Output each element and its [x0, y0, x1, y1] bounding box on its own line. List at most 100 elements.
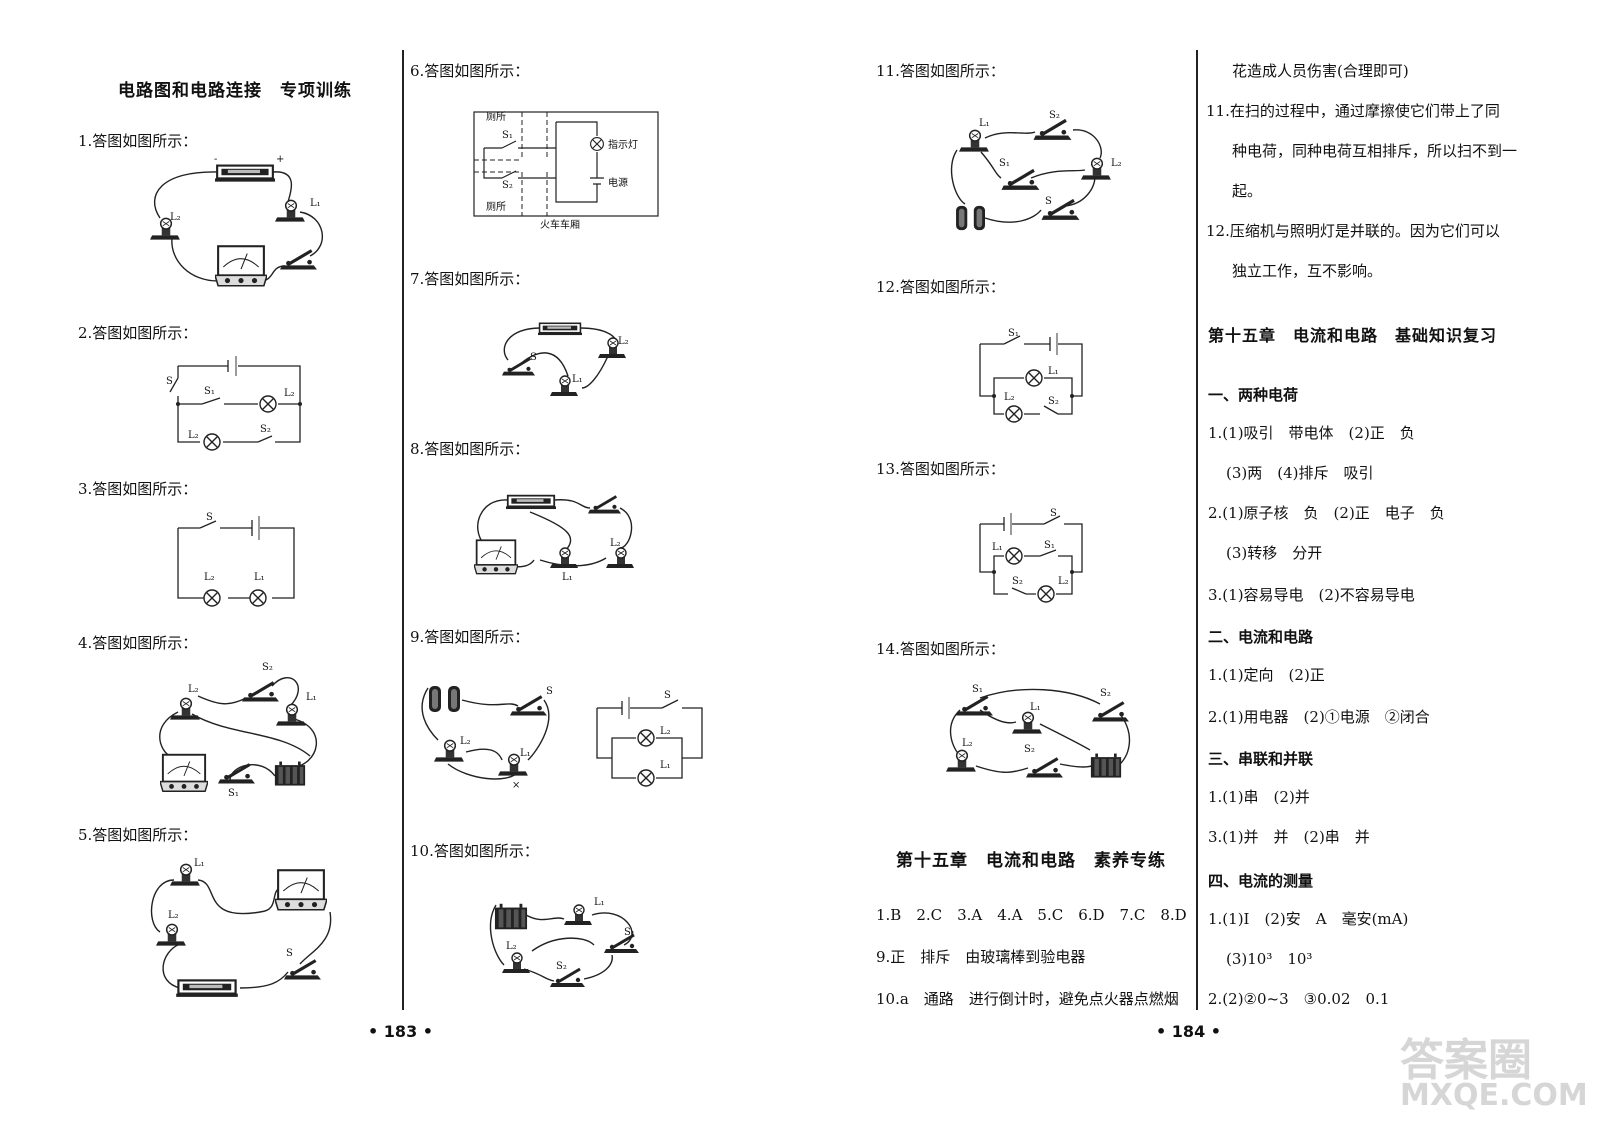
svg-text:S: S	[166, 376, 173, 387]
svg-text:S₂: S₂	[1049, 110, 1060, 121]
svg-text:S: S	[286, 948, 293, 959]
review-item: (3)10³ 10³	[1226, 950, 1313, 968]
svg-text:L₂: L₂	[188, 684, 199, 695]
answer-label: 1.答图如图所示：	[78, 132, 198, 150]
answer-label: 14.答图如图所示：	[876, 640, 1005, 658]
answer-label: 9.答图如图所示：	[410, 628, 530, 646]
svg-text:S₁: S₁	[1044, 540, 1055, 551]
review-item: (3)转移 分开	[1226, 544, 1323, 562]
svg-text:L₂: L₂	[460, 736, 471, 747]
svg-text:L₂: L₂	[170, 212, 181, 223]
answer-label: 4.答图如图所示：	[78, 634, 198, 652]
figure-schematic-3: S L₂ L₁	[177, 512, 295, 607]
svg-text:S: S	[664, 690, 671, 701]
svg-text:S: S	[206, 512, 213, 523]
svg-text:L₂: L₂	[962, 738, 973, 749]
svg-text:S₁: S₁	[1008, 328, 1019, 339]
svg-text:S: S	[546, 686, 553, 697]
figure-schematic-13: S L₁ S₁ S₂ L₂	[979, 508, 1083, 603]
review-item: 1.(1)串 (2)并	[1208, 788, 1310, 806]
figure-circuit-4: L₂ S₂ L₁ S₁	[159, 662, 318, 799]
review-item: 1.(1)I (2)安 A 毫安(mA)	[1208, 910, 1409, 928]
section-heading: 二、电流和电路	[1208, 628, 1314, 646]
svg-text:L₂: L₂	[1058, 576, 1069, 587]
svg-text:L₂: L₂	[168, 910, 179, 921]
answer-11-line2: 种电荷，同种电荷互相排斥，所以扫不到一	[1232, 142, 1518, 160]
svg-text:L₁: L₁	[306, 692, 317, 703]
svg-text:L₂: L₂	[204, 572, 215, 583]
answer-11-line3: 起。	[1232, 182, 1263, 200]
answer-10-continued: 花造成人员伤害(合理即可)	[1232, 62, 1409, 80]
svg-text:S₂: S₂	[556, 961, 567, 972]
svg-text:L₂: L₂	[284, 388, 295, 399]
svg-text:L₂: L₂	[660, 726, 671, 737]
svg-text:×: ×	[512, 780, 520, 791]
svg-text:L₁: L₁	[254, 572, 265, 583]
svg-text:L₁: L₁	[1048, 366, 1059, 377]
svg-text:-: -	[214, 154, 217, 165]
answer-label: 12.答图如图所示：	[876, 278, 1005, 296]
review-item: 3.(1)容易导电 (2)不容易导电	[1208, 586, 1415, 604]
answer-label: 2.答图如图所示：	[78, 324, 198, 342]
answer-label: 5.答图如图所示：	[78, 826, 198, 844]
svg-text:S: S	[1045, 196, 1052, 207]
svg-text:L₂: L₂	[1004, 392, 1015, 403]
svg-text:S₂: S₂	[260, 424, 271, 435]
svg-text:L₂: L₂	[188, 430, 199, 441]
svg-text:S₂: S₂	[1100, 688, 1111, 699]
svg-text:S₁: S₁	[228, 788, 239, 799]
answer-label: 6.答图如图所示：	[410, 62, 530, 80]
svg-text:L₂: L₂	[1111, 158, 1122, 169]
section-heading: 三、串联和并联	[1208, 750, 1314, 768]
svg-text:S₁: S₁	[624, 927, 635, 938]
answer-label: 13.答图如图所示：	[876, 460, 1005, 478]
answer-12-line2: 独立工作，互不影响。	[1232, 262, 1383, 280]
svg-text:S₂: S₂	[1012, 576, 1023, 587]
page-number: • 183 •	[368, 1022, 433, 1041]
svg-text:S₂: S₂	[502, 180, 513, 191]
watermark-url: MXQE.COM	[1400, 1078, 1588, 1113]
label-toilet-top: 厕所	[486, 111, 506, 123]
figure-circuit-9: S L₂ L₁ ×	[421, 686, 553, 791]
watermark-logo: 答案圈	[1400, 1035, 1532, 1086]
review-item: 3.(1)并 并 (2)串 并	[1208, 828, 1370, 846]
column-divider	[1196, 50, 1198, 1010]
review-item: 1.(1)吸引 带电体 (2)正 负	[1208, 424, 1415, 442]
label-carriage: 火车车厢	[540, 218, 580, 231]
review-item: 2.(2)②0~3 ③0.02 0.1	[1208, 990, 1390, 1008]
svg-text:L₁: L₁	[572, 374, 583, 385]
svg-text:S₁: S₁	[972, 684, 983, 695]
svg-text:L₁: L₁	[979, 118, 990, 129]
answer-12: 12.压缩机与照明灯是并联的。因为它们可以	[1206, 222, 1500, 240]
svg-text:L₁: L₁	[992, 542, 1003, 553]
svg-text:S: S	[1050, 508, 1057, 519]
mc-answers: 1.B 2.C 3.A 4.A 5.C 6.D 7.C 8.D	[876, 906, 1187, 924]
section-heading: 一、两种电荷	[1208, 386, 1299, 404]
svg-text:S₁: S₁	[502, 130, 513, 141]
svg-text:S₂: S₂	[1024, 744, 1035, 755]
answer-label: 10.答图如图所示：	[410, 842, 539, 860]
section-heading: 四、电流的测量	[1208, 872, 1314, 890]
svg-text:L₂: L₂	[618, 336, 629, 347]
figure-circuit-14: S₁ L₁ S₂ L₂ S₂	[946, 684, 1131, 780]
review-item: (3)两 (4)排斥 吸引	[1226, 464, 1374, 482]
svg-text:L₁: L₁	[562, 572, 573, 583]
answer-label: 11.答图如图所示：	[876, 62, 1005, 80]
svg-text:L₁: L₁	[660, 760, 671, 771]
svg-text:L₁: L₁	[594, 897, 605, 908]
label-toilet-bottom: 厕所	[486, 201, 506, 213]
svg-text:L₁: L₁	[1030, 702, 1041, 713]
svg-text:L₁: L₁	[520, 748, 531, 759]
figure-circuit-1: -+ L₁ L₂	[150, 154, 323, 287]
section-title: 电路图和电路连接 专项训练	[118, 81, 352, 101]
answer-label: 7.答图如图所示：	[410, 270, 530, 288]
svg-text:S₂: S₂	[262, 662, 273, 673]
answer-label: 3.答图如图所示：	[78, 480, 198, 498]
review-item: 1.(1)定向 (2)正	[1208, 666, 1325, 684]
